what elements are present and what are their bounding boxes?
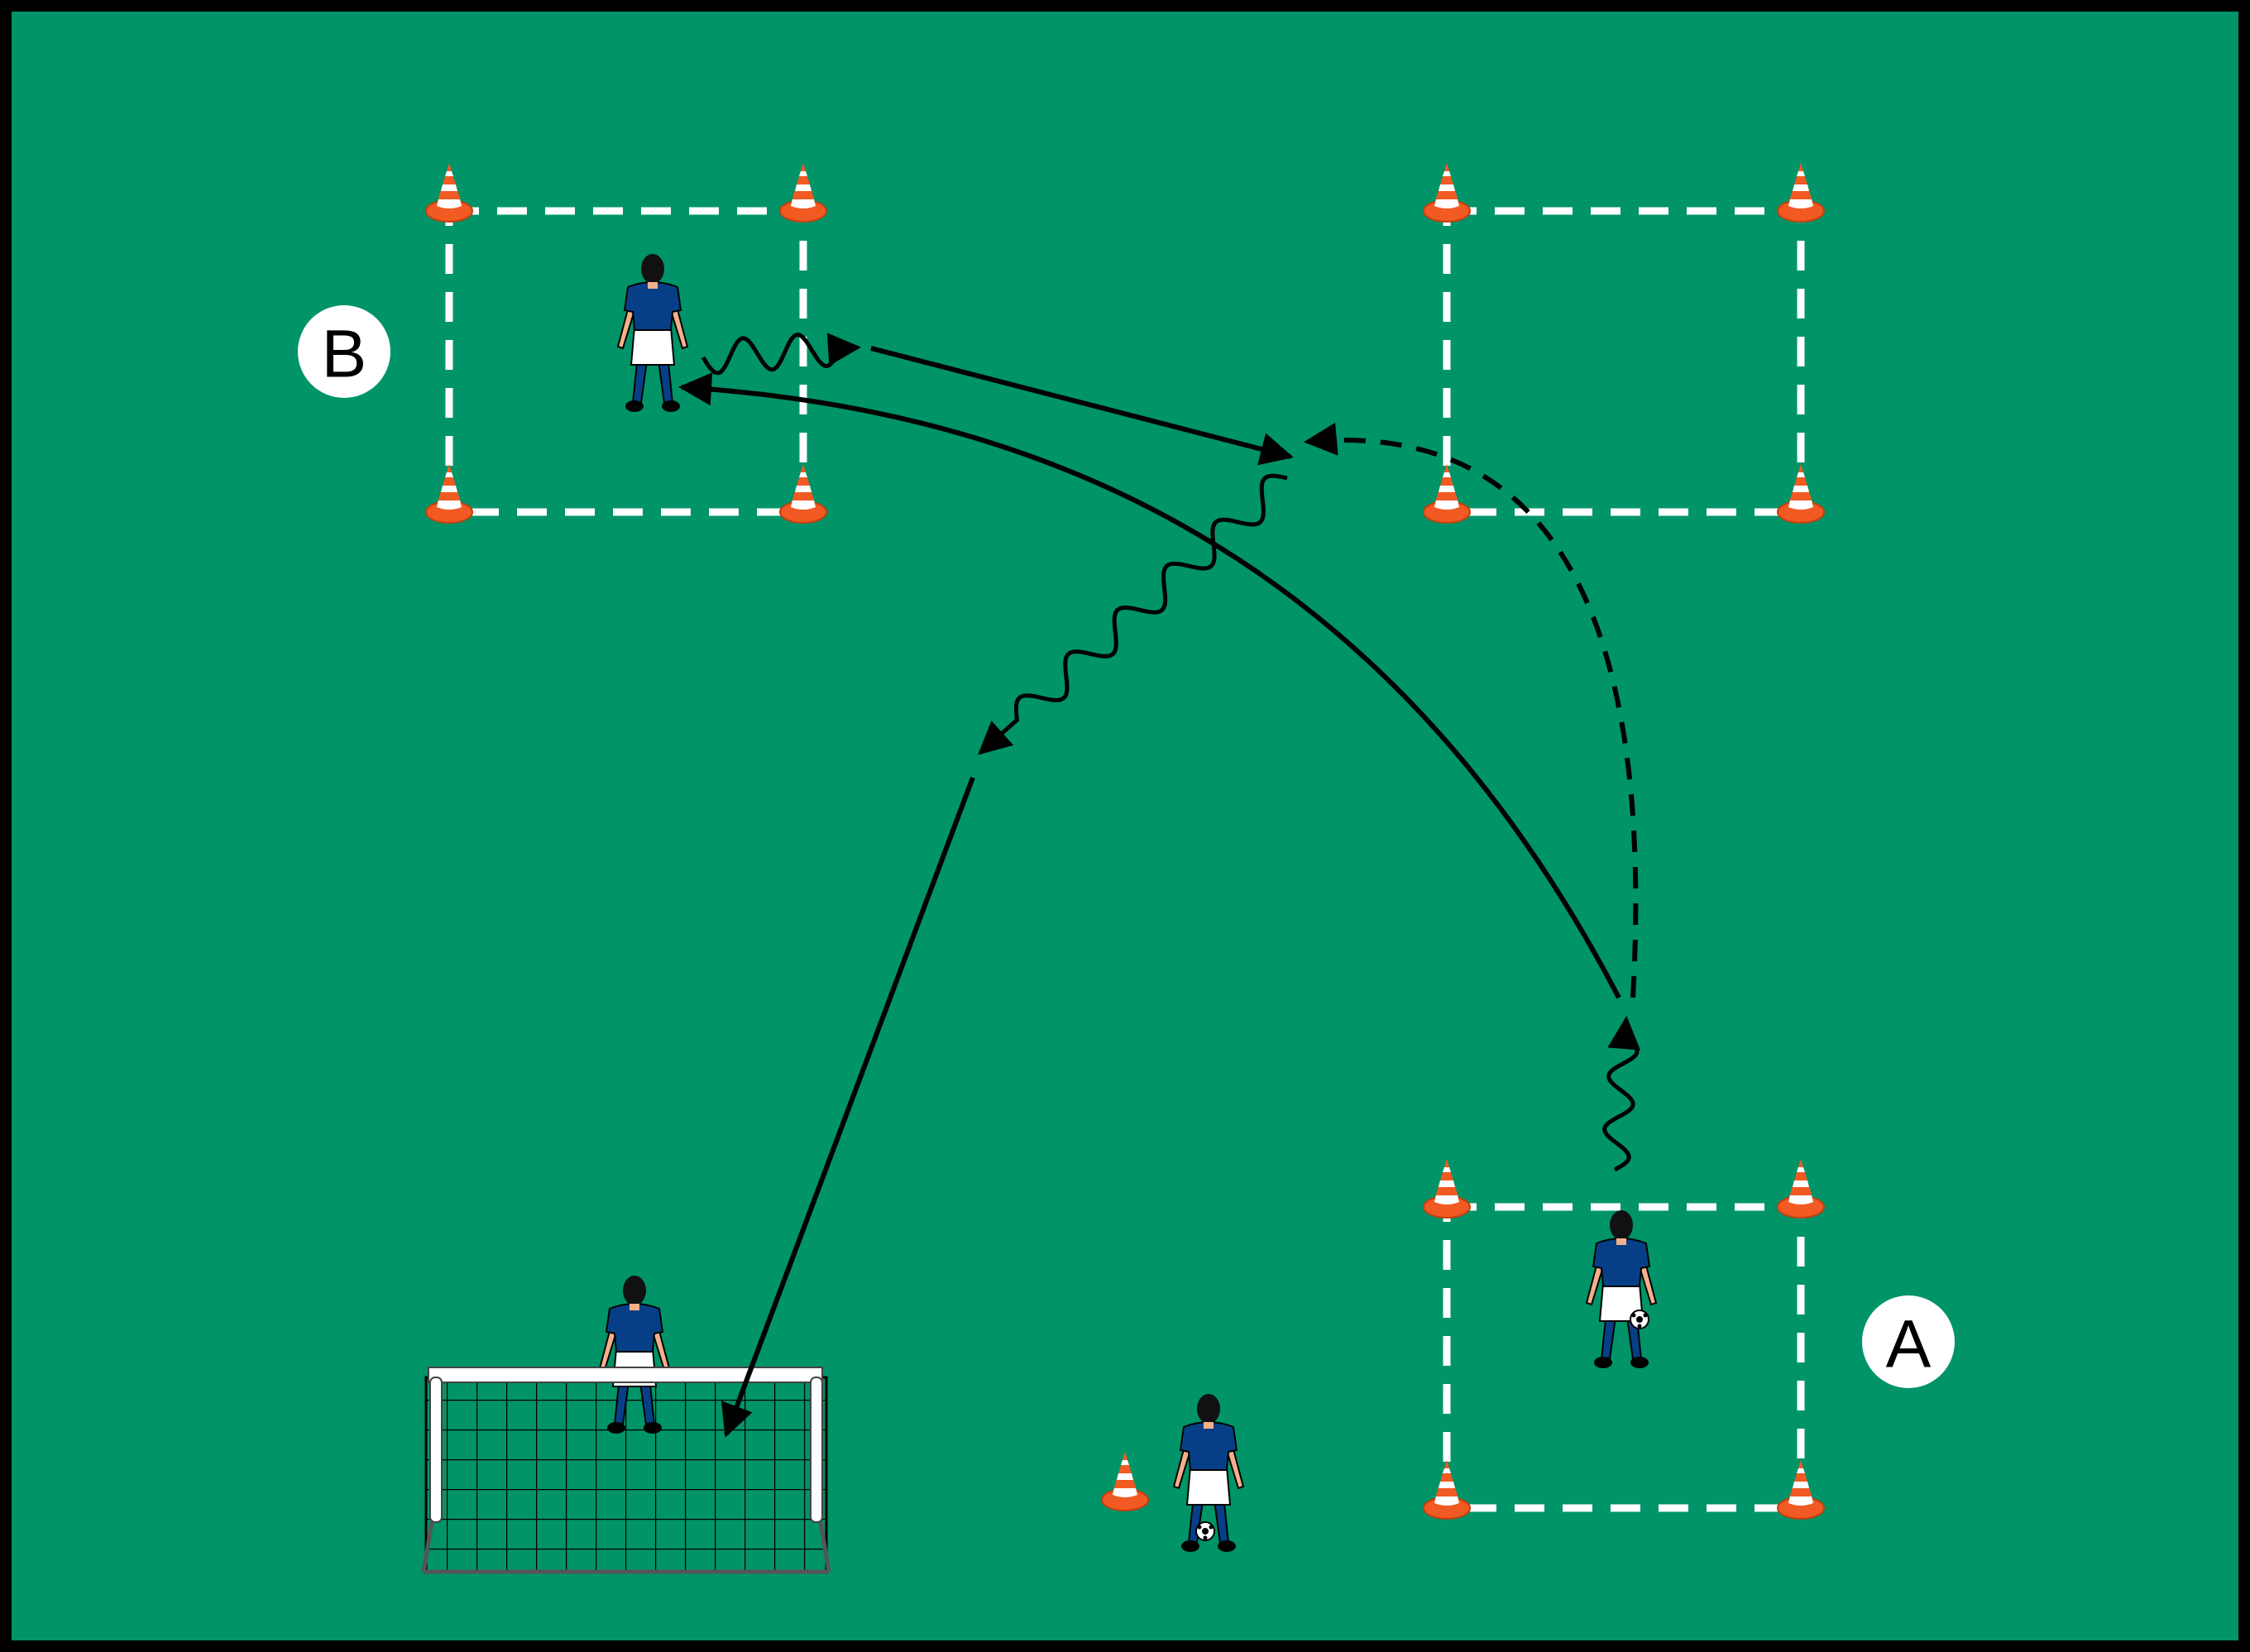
pass-arrow-a-to-b [678, 372, 1621, 999]
run-arrow-a [1304, 422, 1639, 998]
label-a-text: A [1886, 1307, 1932, 1382]
goal-icon [421, 1376, 831, 1574]
dribble-arrow-space [978, 473, 1288, 755]
grid-box-a [1443, 1203, 1805, 1512]
grid-box-top-right [1443, 207, 1805, 516]
label-b-text: B [322, 317, 367, 392]
pitch [12, 12, 2238, 1640]
shot-arrow [720, 776, 975, 1438]
pass-arrow-b-to-space [870, 346, 1294, 466]
grid-box-b [445, 207, 807, 516]
dribble-arrow-b [701, 333, 861, 376]
goal-frame [428, 1367, 823, 1523]
dribble-arrow-a [1602, 1016, 1641, 1172]
ball-icon-server [1195, 1521, 1215, 1541]
label-a: A [1862, 1295, 1955, 1388]
ball-icon-a [1630, 1310, 1649, 1329]
label-b: B [298, 305, 390, 398]
